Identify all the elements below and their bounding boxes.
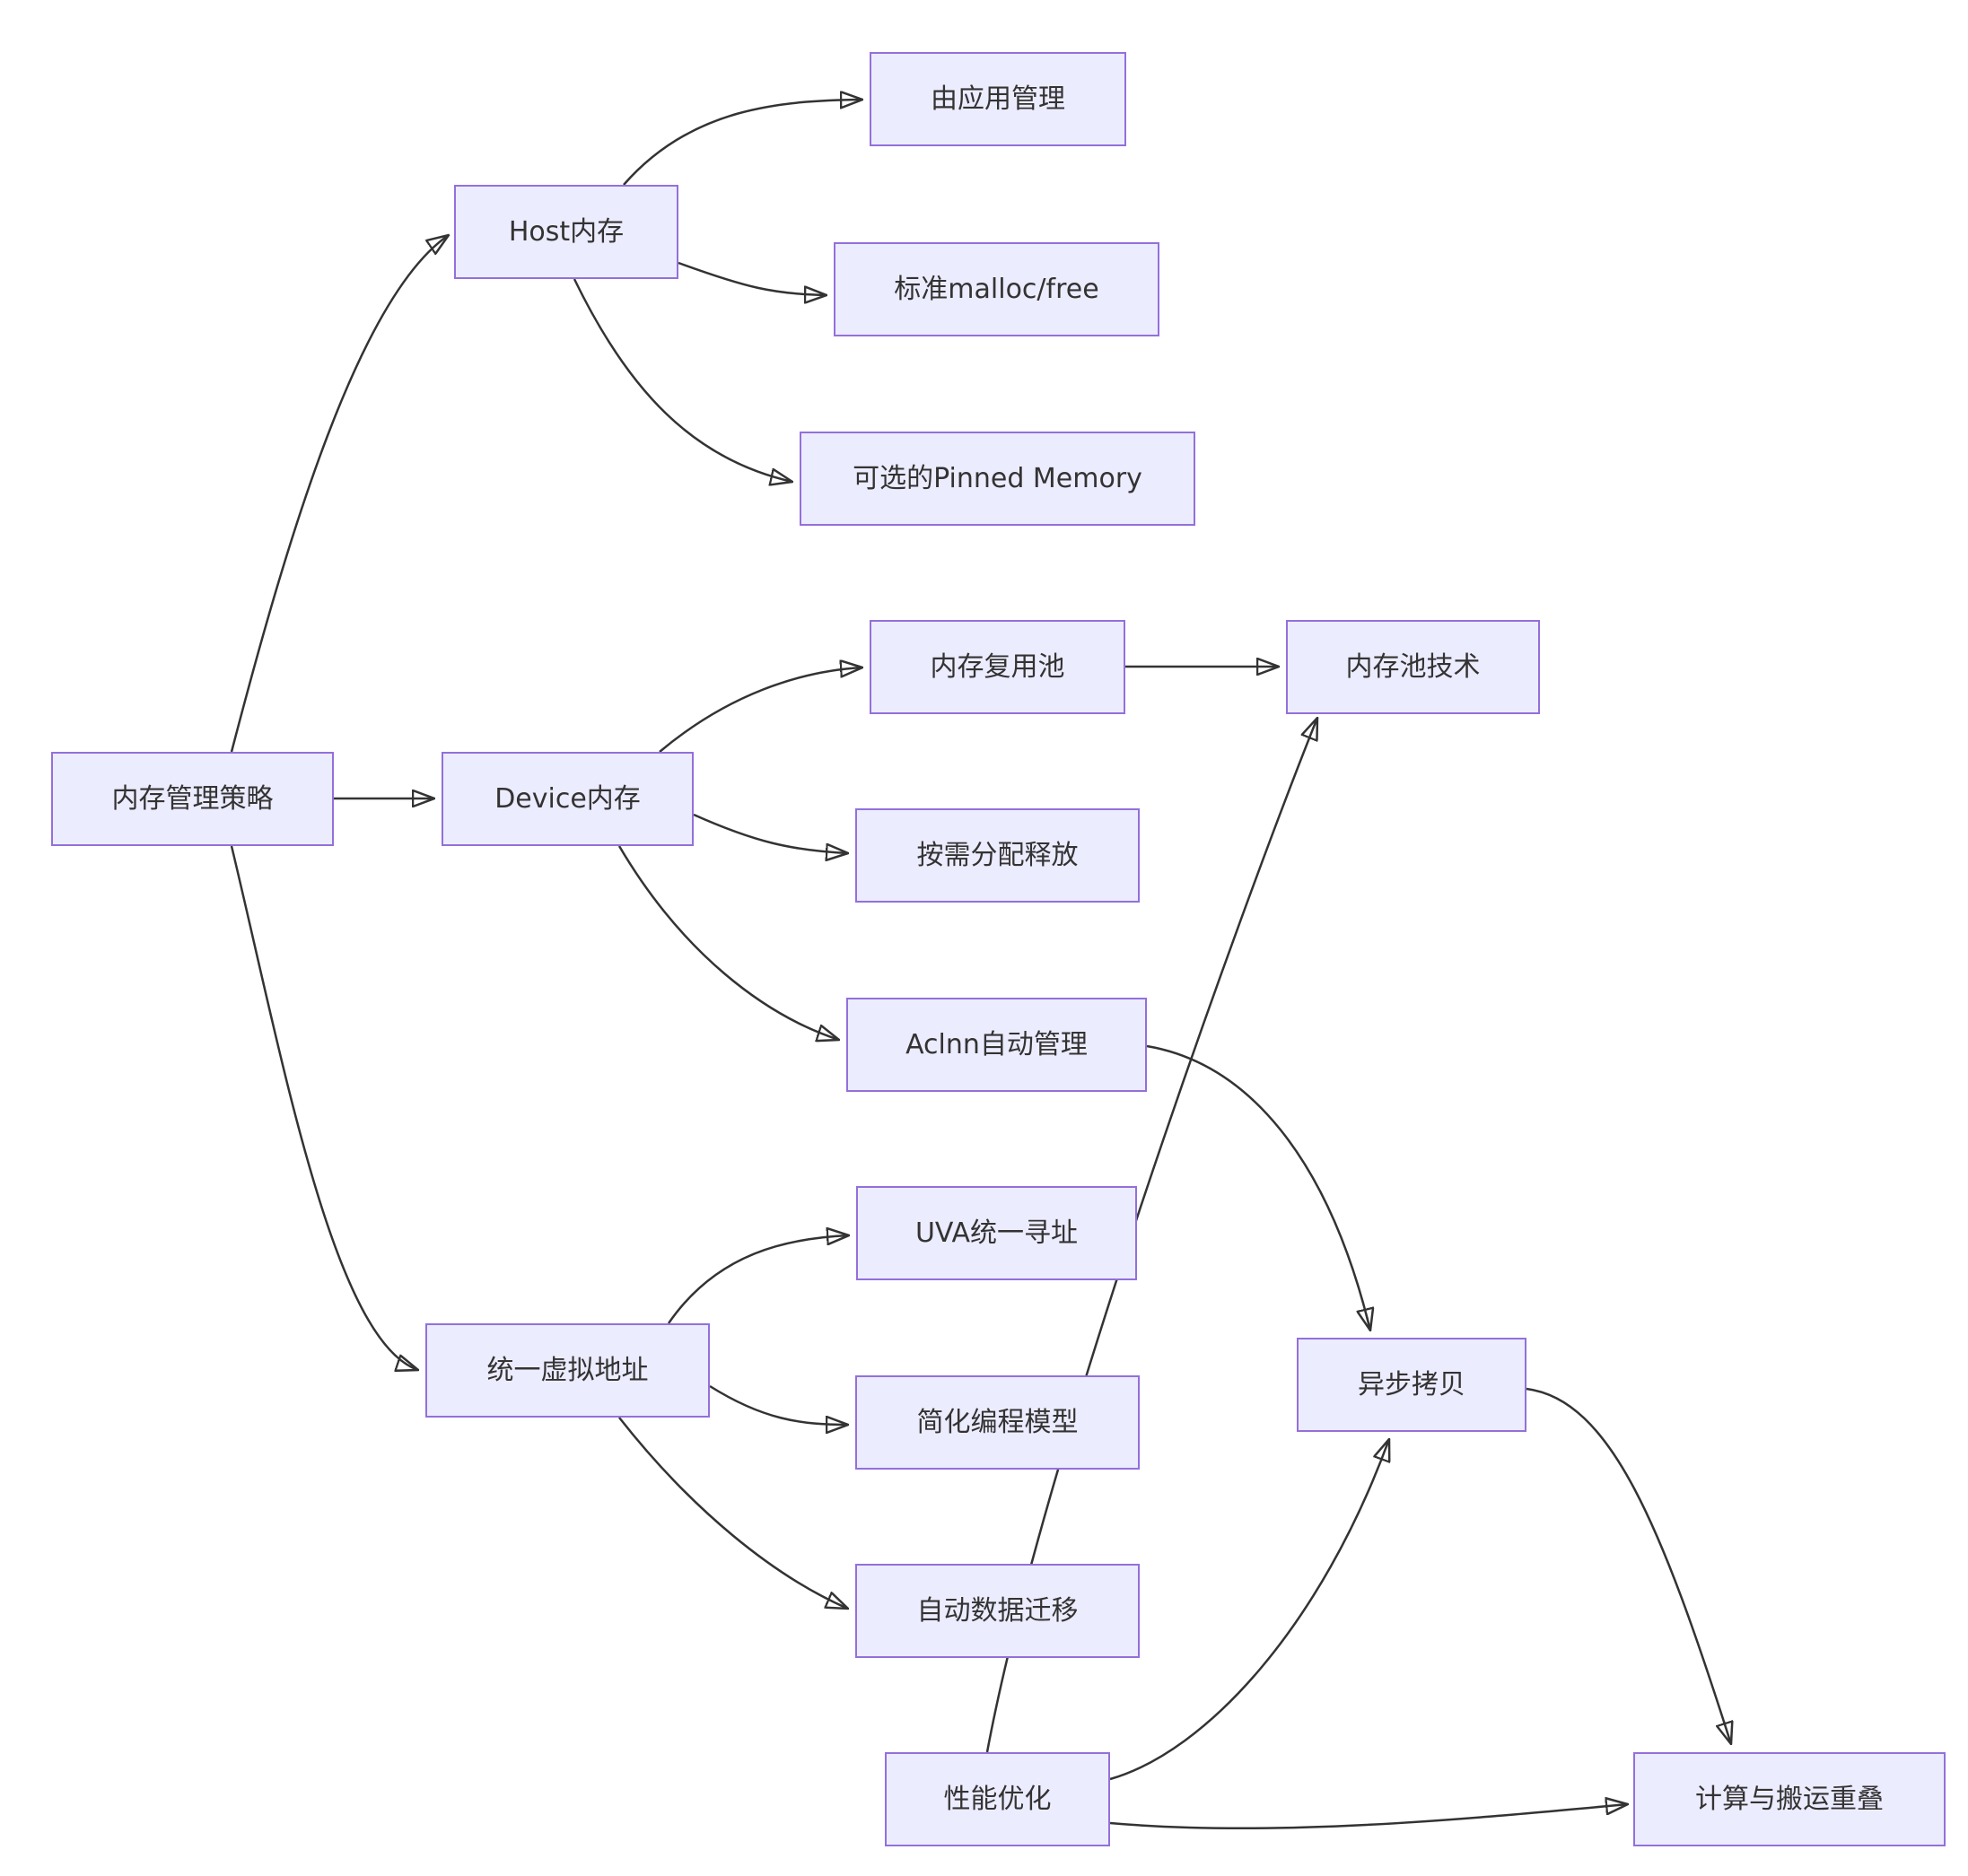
node-async-copy: 异步拷贝 bbox=[1297, 1338, 1526, 1432]
node-reuse-pool: 内存复用池 bbox=[870, 620, 1125, 714]
edge-perf-opt-async-copy bbox=[1109, 1439, 1389, 1781]
node-aclnn-auto: Aclnn自动管理 bbox=[846, 998, 1147, 1092]
node-on-demand: 按需分配释放 bbox=[855, 808, 1140, 903]
node-pool-tech: 内存池技术 bbox=[1286, 620, 1540, 714]
node-host-memory: Host内存 bbox=[454, 185, 678, 279]
node-strategy: 内存管理策略 bbox=[51, 752, 334, 846]
edge-device-memory-reuse-pool bbox=[659, 668, 862, 753]
edge-aclnn-auto-async-copy bbox=[1146, 1044, 1370, 1331]
node-simplified-model: 简化编程模型 bbox=[855, 1375, 1140, 1470]
node-perf-opt: 性能优化 bbox=[885, 1752, 1110, 1846]
edge-device-memory-aclnn-auto bbox=[617, 845, 839, 1040]
edge-unified-va-simplified-model bbox=[709, 1384, 848, 1425]
node-device-memory: Device内存 bbox=[442, 752, 694, 846]
node-auto-migration: 自动数据迁移 bbox=[855, 1564, 1140, 1658]
node-unified-va: 统一虚拟地址 bbox=[425, 1323, 710, 1418]
edge-device-memory-on-demand bbox=[693, 813, 848, 853]
node-compute-overlap: 计算与搬运重叠 bbox=[1633, 1752, 1946, 1846]
edge-host-memory-app-managed bbox=[623, 100, 862, 186]
node-malloc-free: 标准malloc/free bbox=[834, 242, 1159, 336]
edge-host-memory-malloc-free bbox=[678, 261, 827, 295]
node-app-managed: 由应用管理 bbox=[870, 52, 1126, 146]
edge-strategy-unified-va bbox=[230, 845, 418, 1370]
node-uva-addressing: UVA统一寻址 bbox=[856, 1186, 1137, 1280]
edge-async-copy-compute-overlap bbox=[1526, 1387, 1731, 1744]
edge-host-memory-pinned-memory bbox=[573, 278, 792, 482]
edge-strategy-host-memory bbox=[230, 235, 449, 753]
edge-unified-va-uva-addressing bbox=[667, 1235, 849, 1324]
edge-unified-va-auto-migration bbox=[618, 1417, 848, 1609]
node-pinned-memory: 可选的Pinned Memory bbox=[800, 432, 1195, 526]
edge-perf-opt-compute-overlap bbox=[1109, 1804, 1628, 1830]
